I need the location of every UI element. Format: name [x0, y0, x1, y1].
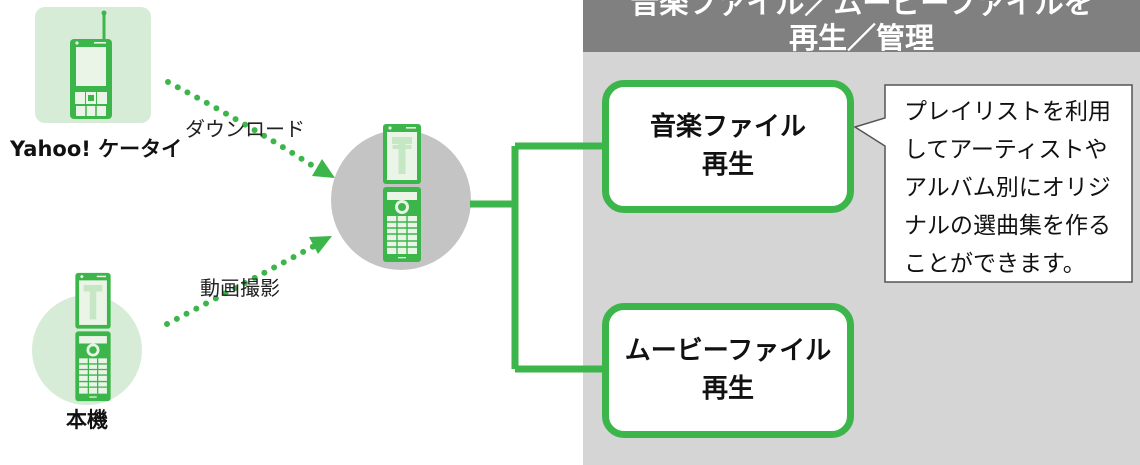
video-arrow	[164, 242, 319, 327]
download-arrow	[165, 79, 322, 173]
device-phone-letter: T	[83, 283, 103, 314]
movie-file-playback-box: ムービーファイル 再生	[602, 303, 854, 438]
callout-line: ナルの選曲集を作る	[904, 213, 1111, 239]
download-label: ダウンロード	[185, 117, 305, 141]
music-box-line1: 音楽ファイル	[649, 111, 806, 142]
video-arrow-head	[309, 236, 332, 254]
callout-line: ことができます。	[904, 251, 1086, 277]
movie-box-line2: 再生	[701, 373, 754, 404]
callout-shape	[853, 84, 1133, 283]
header-title-line1: 音楽ファイル／ムービーファイルを	[630, 0, 1093, 20]
connector-lines	[470, 142, 605, 373]
yahoo-keitai-label: Yahoo! ケータイ	[10, 137, 183, 161]
music-file-playback-box: 音楽ファイル 再生	[602, 80, 854, 213]
callout-line: アルバム別にオリジ	[904, 175, 1111, 201]
yahoo-phone-icon	[70, 10, 112, 119]
device-label: 本機	[66, 408, 108, 432]
callout-text: プレイリストを利用 してアーティストや アルバム別にオリジ ナルの選曲集を作る …	[904, 93, 1129, 283]
video-shoot-label: 動画撮影	[200, 276, 280, 300]
movie-box-line1: ムービーファイル	[624, 335, 832, 366]
download-arrow-head	[312, 159, 335, 178]
music-box-line2: 再生	[701, 149, 754, 180]
hub-phone-letter: T	[392, 139, 412, 172]
callout-line: プレイリストを利用	[904, 99, 1111, 125]
callout-line: してアーティストや	[904, 137, 1108, 163]
header-title-line2: 再生／管理	[788, 21, 934, 52]
header-banner: 音楽ファイル／ムービーファイルを 再生／管理	[583, 0, 1140, 52]
